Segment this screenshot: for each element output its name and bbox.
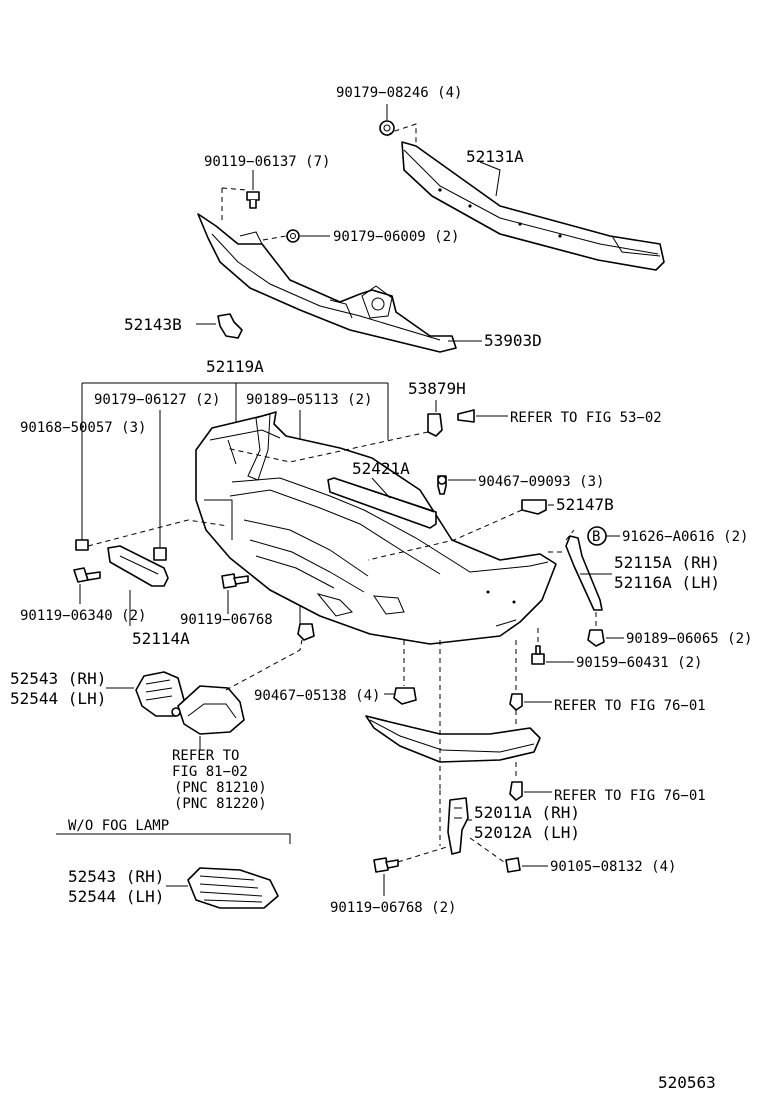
screw-90168-50057 — [75, 539, 89, 551]
bolt-90119-06768-a — [221, 573, 249, 589]
label-52147b: 52147B — [556, 495, 614, 514]
label-53879h: 53879H — [408, 379, 466, 398]
bracket-52143b — [217, 313, 243, 339]
diagram-number: 520563 — [658, 1073, 716, 1092]
label-90119-06340: 90119−06340 (2) — [20, 608, 146, 624]
label-52421a: 52421A — [352, 459, 410, 478]
bolt-90159-60431 — [531, 645, 545, 665]
bolt-90105-08132 — [505, 857, 521, 873]
clip-refer-76-01-b — [509, 781, 523, 801]
label-53903d: 53903D — [484, 331, 542, 350]
label-52116a: 52116A (LH) — [614, 573, 720, 592]
label-circle-b: B — [592, 529, 600, 545]
screw-refer-53-02 — [457, 409, 475, 423]
label-52131a: 52131A — [466, 147, 524, 166]
label-90179-06009: 90179−06009 (2) — [333, 229, 459, 245]
nut-52147b — [521, 499, 547, 515]
bolt-90119-06340 — [73, 567, 101, 583]
support-52115a — [565, 535, 603, 611]
label-90189-05113: 90189−05113 (2) — [246, 392, 372, 408]
label-52543-rh-b: 52543 (RH) — [68, 867, 164, 886]
clip-90467-05138 — [393, 687, 417, 705]
reinforcement-52131a — [401, 141, 665, 271]
label-90189-06065: 90189−06065 (2) — [626, 631, 752, 647]
clip-90189-05113 — [297, 623, 315, 641]
retainer-53903d — [197, 213, 457, 353]
label-52011a: 52011A (RH) — [474, 803, 580, 822]
label-90119-06137: 90119−06137 (7) — [204, 154, 330, 170]
label-refer-to: REFER TO — [172, 748, 239, 764]
label-refer-76-01-a: REFER TO FIG 76−01 — [554, 698, 706, 714]
label-90467-09093: 90467−09093 (3) — [478, 474, 604, 490]
fog-cover-52543-upper — [135, 671, 185, 717]
label-90119-06768-a: 90119−06768 — [180, 612, 273, 628]
label-52115a: 52115A (RH) — [614, 553, 720, 572]
clip-90467-09093 — [437, 475, 447, 495]
label-52012a: 52012A (LH) — [474, 823, 580, 842]
label-pnc-81220: (PNC 81220) — [174, 796, 267, 812]
label-90179-06127: 90179−06127 (2) — [94, 392, 220, 408]
fog-cover-52543-lower — [187, 867, 279, 909]
bracket-52114a — [107, 545, 169, 587]
label-refer-76-01-b: REFER TO FIG 76−01 — [554, 788, 706, 804]
label-52544-lh-a: 52544 (LH) — [10, 689, 106, 708]
label-90179-08246: 90179−08246 (4) — [336, 85, 462, 101]
label-52114a: 52114A — [132, 629, 190, 648]
label-fig-81-02: FIG 81−02 — [172, 764, 248, 780]
label-90159-60431: 90159−60431 (2) — [576, 655, 702, 671]
clip-refer-76-01-a — [509, 693, 523, 711]
clip-90189-06065 — [587, 629, 605, 647]
clip-53879h — [427, 413, 443, 437]
label-pnc-81210: (PNC 81210) — [174, 780, 267, 796]
label-52119a: 52119A — [206, 357, 264, 376]
lower-spoiler — [365, 715, 541, 763]
label-90105-08132: 90105−08132 (4) — [550, 859, 676, 875]
bumper-cover-52119a — [195, 411, 557, 645]
label-refer-53-02: REFER TO FIG 53−02 — [510, 410, 662, 426]
label-90119-06768-b: 90119−06768 (2) — [330, 900, 456, 916]
circle-b-marker: B — [587, 526, 607, 546]
absorber-52421a — [327, 477, 437, 529]
nut-90179-06009 — [286, 229, 300, 243]
fog-lamp — [171, 685, 245, 735]
label-90467-05138: 90467−05138 (4) — [254, 688, 380, 704]
nut-90179-08246 — [379, 120, 395, 136]
label-wo-fog-lamp: W/O FOG LAMP — [68, 818, 169, 834]
nut-90179-06127 — [153, 547, 167, 561]
bracket-52011a — [447, 797, 469, 855]
label-52543-rh-a: 52543 (RH) — [10, 669, 106, 688]
label-52143b: 52143B — [124, 315, 182, 334]
label-90168-50057: 90168−50057 (3) — [20, 420, 146, 436]
bolt-90119-06768-b — [373, 857, 399, 873]
label-52544-lh-b: 52544 (LH) — [68, 887, 164, 906]
bolt-90119-06137 — [246, 191, 260, 209]
label-91626-a0616: 91626−A0616 (2) — [622, 529, 748, 545]
